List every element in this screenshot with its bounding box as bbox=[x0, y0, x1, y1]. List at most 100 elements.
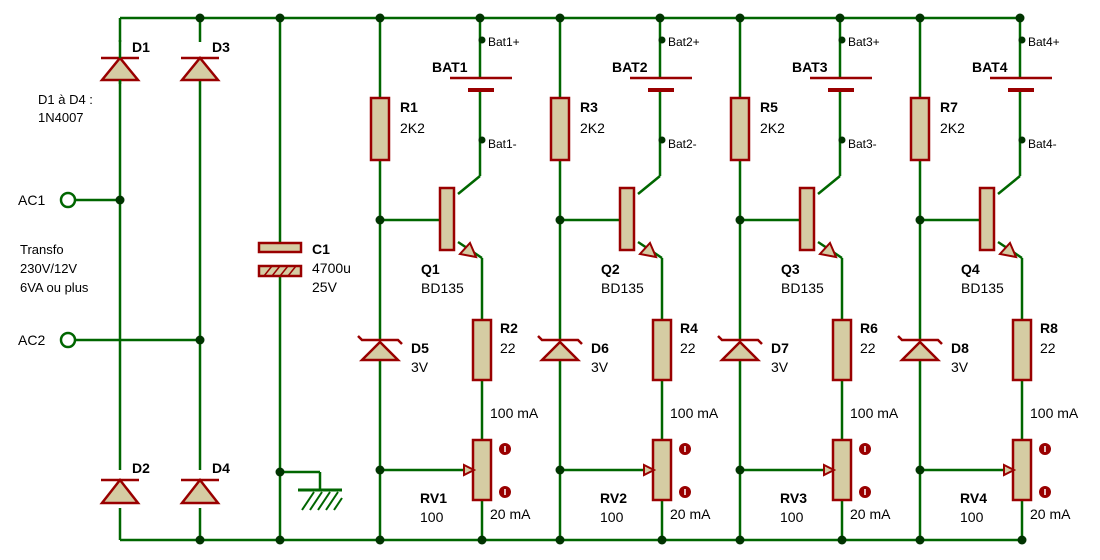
transistor-value: BD135 bbox=[601, 280, 644, 296]
wire bbox=[637, 175, 661, 195]
transistor-base-plate bbox=[618, 186, 636, 252]
battery-positive-node bbox=[1018, 36, 1026, 44]
transfo-note-line1: Transfo bbox=[20, 242, 64, 257]
emitter-resistor bbox=[471, 318, 493, 382]
junction bbox=[475, 13, 485, 23]
zener-value: 3V bbox=[771, 359, 789, 375]
battery-negative-label: Bat4- bbox=[1028, 137, 1057, 151]
battery-negative-label: Bat3- bbox=[848, 137, 877, 151]
channel-1: BAT1Bat1+Bat1-R12K2Q1BD135D53VR222RV1100… bbox=[357, 13, 539, 545]
emitter-resistor-label: R4 bbox=[680, 320, 698, 336]
battery-label: BAT1 bbox=[432, 59, 468, 75]
capacitor-c1: C1 4700u 25V bbox=[257, 13, 351, 545]
base-resistor-value: 2K2 bbox=[940, 120, 965, 136]
junction bbox=[375, 215, 385, 225]
potentiometer-label: RV3 bbox=[780, 490, 807, 506]
junction bbox=[1017, 535, 1027, 545]
junction bbox=[735, 465, 745, 475]
transistor-value: BD135 bbox=[781, 280, 824, 296]
zener-cathode bbox=[897, 335, 943, 345]
max-current-label: 100 mA bbox=[1030, 405, 1079, 421]
zener-body bbox=[358, 340, 402, 362]
battery-negative-node bbox=[838, 136, 846, 144]
junction bbox=[555, 215, 565, 225]
zener-value: 3V bbox=[591, 359, 609, 375]
ac2-label: AC2 bbox=[18, 332, 45, 348]
emitter-resistor-value: 22 bbox=[500, 340, 516, 356]
transistor-label: Q1 bbox=[421, 261, 440, 277]
base-resistor bbox=[729, 96, 751, 162]
junction bbox=[735, 535, 745, 545]
battery-positive-label: Bat1+ bbox=[488, 35, 520, 49]
power-rails bbox=[120, 16, 1020, 542]
min-current-label: 20 mA bbox=[490, 506, 531, 522]
emitter-resistor bbox=[831, 318, 853, 382]
diode-d3: D3 bbox=[179, 39, 230, 82]
battery-positive-label: Bat2+ bbox=[668, 35, 700, 49]
junction bbox=[915, 13, 925, 23]
transistor-base-plate bbox=[438, 186, 456, 252]
transistor-emitter-arrow bbox=[998, 241, 1018, 259]
zener-cathode bbox=[537, 335, 583, 345]
junction bbox=[115, 195, 125, 205]
junction bbox=[477, 535, 487, 545]
junction bbox=[1015, 13, 1025, 23]
battery-positive-label: Bat4+ bbox=[1028, 35, 1060, 49]
zener-cathode bbox=[717, 335, 763, 345]
junction bbox=[195, 335, 205, 345]
transfo-note-line3: 6VA ou plus bbox=[20, 280, 89, 295]
junction bbox=[275, 13, 285, 23]
junction bbox=[657, 535, 667, 545]
transfo-note-line2: 230V/12V bbox=[20, 261, 77, 276]
potentiometer-value: 100 bbox=[780, 509, 804, 525]
base-resistor bbox=[909, 96, 931, 162]
junction bbox=[915, 535, 925, 545]
diode-d1: D1 bbox=[99, 39, 150, 84]
ac1-label: AC1 bbox=[18, 192, 45, 208]
base-resistor bbox=[549, 96, 571, 162]
base-resistor-value: 2K2 bbox=[580, 120, 605, 136]
potentiometer-value: 100 bbox=[420, 509, 444, 525]
potentiometer-label: RV4 bbox=[960, 490, 987, 506]
emitter-resistor-label: R8 bbox=[1040, 320, 1058, 336]
zener-cathode bbox=[357, 335, 403, 345]
battery-label: BAT4 bbox=[972, 59, 1008, 75]
battery-negative-node bbox=[478, 136, 486, 144]
ground-symbol bbox=[275, 467, 343, 511]
junction bbox=[915, 215, 925, 225]
potentiometer-value: 100 bbox=[600, 509, 624, 525]
junction bbox=[555, 13, 565, 23]
ac2-terminal bbox=[59, 331, 77, 349]
channel-2: BAT2Bat2+Bat2-R32K2Q2BD135D63VR422RV2100… bbox=[537, 13, 719, 545]
base-resistor bbox=[369, 96, 391, 162]
base-resistor-label: R7 bbox=[940, 99, 958, 115]
zener-body bbox=[718, 340, 762, 362]
emitter-resistor bbox=[651, 318, 673, 382]
junction bbox=[275, 467, 285, 477]
junction bbox=[375, 535, 385, 545]
wire bbox=[817, 175, 841, 195]
base-resistor-label: R1 bbox=[400, 99, 418, 115]
d4-label: D4 bbox=[212, 460, 230, 476]
battery-negative-node bbox=[658, 136, 666, 144]
emitter-resistor-value: 22 bbox=[860, 340, 876, 356]
junction bbox=[837, 535, 847, 545]
zener-label: D6 bbox=[591, 340, 609, 356]
d2-label: D2 bbox=[132, 460, 150, 476]
diode-d2: D2 bbox=[99, 460, 150, 508]
junction bbox=[275, 535, 285, 545]
transistor-label: Q3 bbox=[781, 261, 800, 277]
zener-label: D7 bbox=[771, 340, 789, 356]
zener-value: 3V bbox=[411, 359, 429, 375]
base-resistor-value: 2K2 bbox=[400, 120, 425, 136]
emitter-resistor-value: 22 bbox=[1040, 340, 1056, 356]
potentiometer-label: RV2 bbox=[600, 490, 627, 506]
junction bbox=[195, 13, 205, 23]
min-current-label: 20 mA bbox=[670, 506, 711, 522]
zener-value: 3V bbox=[951, 359, 969, 375]
min-current-label: 20 mA bbox=[850, 506, 891, 522]
emitter-resistor-value: 22 bbox=[680, 340, 696, 356]
emitter-resistor-label: R6 bbox=[860, 320, 878, 336]
diode-d4: D4 bbox=[179, 460, 230, 508]
